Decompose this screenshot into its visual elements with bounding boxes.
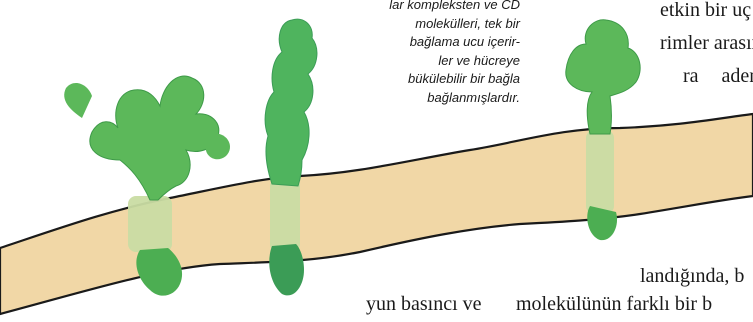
left-transmembrane-segment	[128, 196, 172, 252]
right-transmembrane-segment	[586, 130, 614, 214]
body-text-line: etkin bir uç	[660, 0, 751, 20]
figure-caption: lar kompleksten ve CD molekülleri, tek b…	[300, 0, 520, 107]
caption-line: bağlanmışlardır.	[300, 89, 520, 108]
caption-line: bükülebilir bir bağla	[300, 70, 520, 89]
middle-protein-cytoplasmic-domain	[269, 244, 304, 295]
middle-transmembrane-segment	[270, 178, 300, 252]
body-text-line: molekülünün farklı bir b	[516, 294, 712, 314]
body-text-line: landığında, b	[640, 266, 744, 286]
caption-line: ler ve hücreye	[300, 52, 520, 71]
body-text-line: yun basıncı ve	[366, 294, 482, 314]
body-text-line: rimler arasın	[660, 33, 753, 53]
caption-line: bağlama ucu içerir-	[300, 33, 520, 52]
caption-line: lar kompleksten ve CD	[300, 0, 520, 15]
left-protein-extracellular-domain	[90, 76, 219, 200]
caption-line: molekülleri, tek bir	[300, 15, 520, 34]
right-protein-extracellular-domain	[566, 20, 640, 134]
body-text-line: ra adenos	[683, 66, 753, 86]
